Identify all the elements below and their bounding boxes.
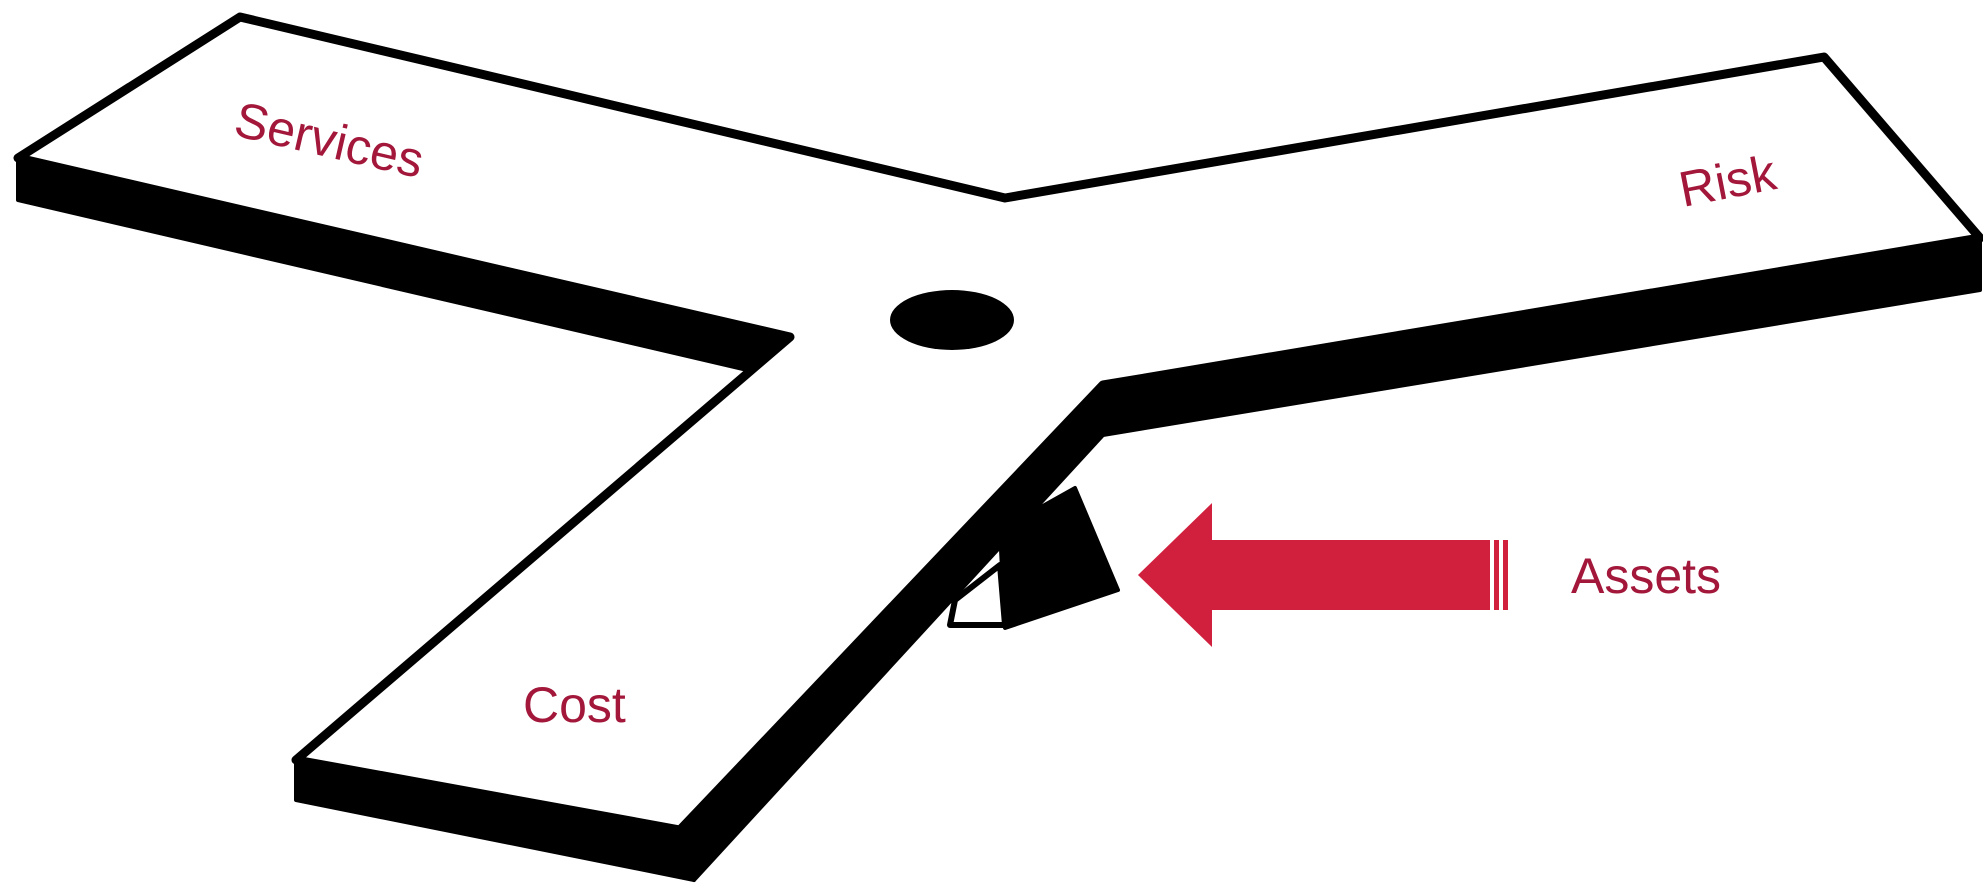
label-assets: Assets [1571,548,1721,604]
arrow-head [1138,503,1212,647]
arrow-tail-stripe-1 [1494,540,1499,610]
arrow-tail-stripe-2 [1503,540,1508,610]
pivot-circle [890,290,1014,350]
label-cost: Cost [523,677,626,733]
left-arrow-icon [1138,503,1508,647]
arrow-shaft [1210,540,1490,610]
